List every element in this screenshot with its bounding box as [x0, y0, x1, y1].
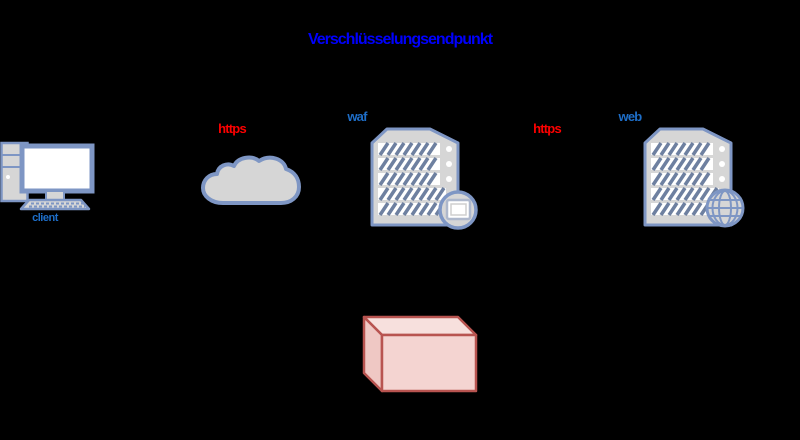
https-right-label: https [533, 121, 562, 136]
https-left-label: https [218, 121, 247, 136]
web-server-icon [643, 127, 745, 228]
web-label: web [618, 109, 643, 124]
cloud-icon [201, 155, 301, 205]
application-window-badge-icon [438, 190, 478, 230]
red-cube-shape [362, 315, 478, 393]
waf-server-icon [370, 127, 478, 230]
client-computer-icon [0, 141, 95, 211]
globe-badge-icon [705, 188, 745, 228]
diagram-title: Verschlüsselungsendpunkt [307, 31, 493, 48]
waf-label: waf [347, 109, 367, 124]
client-label: client [32, 212, 58, 224]
